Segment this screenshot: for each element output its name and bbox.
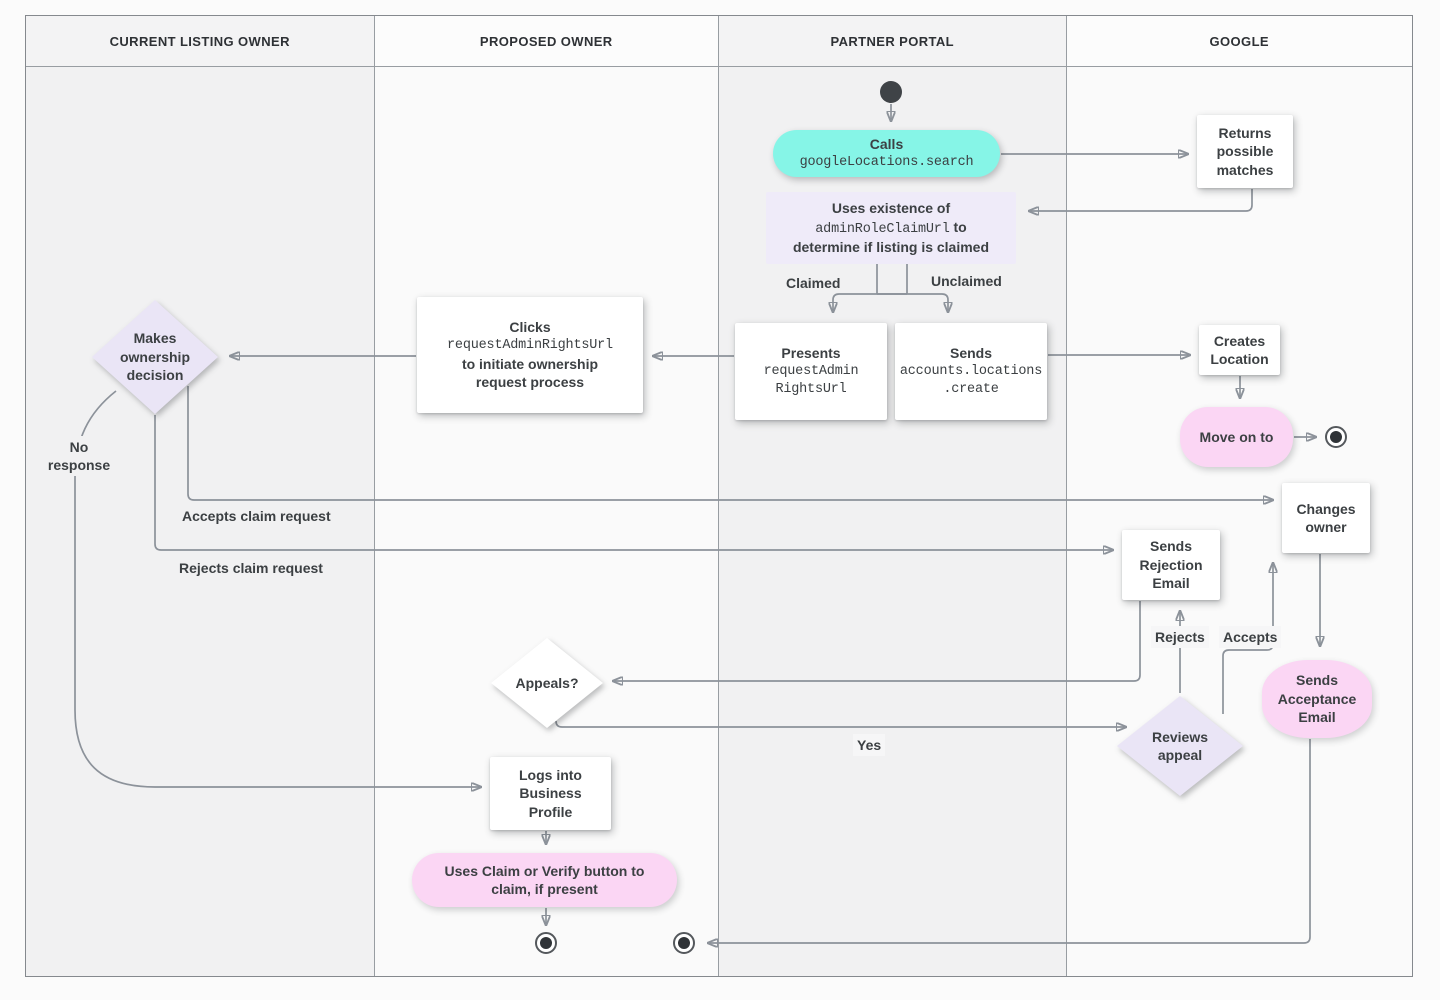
node-line2-suffix: to [949, 218, 967, 235]
node-code: requestAdminRightsUrl [447, 337, 613, 353]
start-node [880, 81, 902, 103]
node-code: adminRoleClaimUrl [815, 221, 950, 237]
node-line3: determine if listing is claimed [792, 239, 990, 256]
node-sends-accounts-locations-create: Sends accounts.locations .create [895, 323, 1047, 420]
edge-label-rejects-claim-request: Rejects claim request [175, 557, 327, 580]
node-line2: adminRoleClaimUrl to [815, 218, 966, 239]
node-text: Returns possible matches [1216, 124, 1274, 178]
edge-label-accepts: Accepts [1219, 626, 1282, 649]
edge-label-rejects: Rejects [1151, 626, 1209, 649]
node-creates-location: Creates Location [1199, 325, 1280, 375]
lane-header-google: GOOGLE [1066, 16, 1412, 67]
lane-current-listing-owner: CURRENT LISTING OWNER [26, 16, 375, 976]
node-appeals-decision: Appeals? [491, 638, 603, 728]
node-presents-request-admin-rights-url: Presents requestAdmin RightsUrl [735, 323, 887, 420]
node-makes-ownership-decision: Makes ownership decision [92, 300, 218, 414]
node-text: Appeals? [515, 674, 579, 691]
appeals-diamond: Appeals? [491, 638, 603, 728]
node-text: Changes owner [1296, 500, 1356, 535]
node-text: Creates Location [1210, 332, 1269, 367]
end-node-claim [535, 932, 557, 954]
node-reviews-appeal: Reviews appeal [1117, 696, 1243, 796]
reviews-appeal-diamond: Reviews appeal [1117, 696, 1243, 796]
node-text: Makes ownership decision [119, 330, 190, 384]
node-code-line1: accounts.locations [899, 363, 1043, 379]
node-text: Logs into Business Profile [519, 766, 582, 820]
node-uses-existence: Uses existence of adminRoleClaimUrl to d… [766, 192, 1016, 264]
node-code-line2: RightsUrl [775, 381, 847, 397]
node-title: Sends [949, 345, 992, 362]
edge-label-claimed: Claimed [786, 275, 841, 291]
node-rest: to initiate ownership request process [461, 355, 599, 391]
node-text: Sends Rejection Email [1139, 538, 1203, 592]
lane-header-proposed-owner: PROPOSED OWNER [374, 16, 718, 67]
node-clicks-request-admin-rights-url: Clicks requestAdminRightsUrl to initiate… [417, 297, 643, 413]
node-logs-into-business-profile: Logs into Business Profile [490, 757, 611, 830]
lane-proposed-owner: PROPOSED OWNER [374, 16, 719, 976]
node-code-line1: requestAdmin [763, 363, 859, 379]
node-code: googleLocations.search [799, 154, 974, 170]
edge-label-accepts-claim-request: Accepts claim request [178, 505, 335, 528]
node-title: Clicks [509, 319, 551, 336]
node-code-line2: .create [943, 381, 999, 397]
edge-label-unclaimed: Unclaimed [931, 273, 1002, 289]
node-uses-claim-or-verify: Uses Claim or Verify button to claim, if… [412, 853, 677, 907]
node-sends-acceptance-email: Sends Acceptance Email [1262, 660, 1372, 738]
node-sends-rejection-email: Sends Rejection Email [1122, 530, 1220, 600]
node-move-on-to: Move on to [1180, 407, 1293, 467]
node-returns-possible-matches: Returns possible matches [1197, 115, 1293, 188]
lane-header-current-listing-owner: CURRENT LISTING OWNER [26, 16, 374, 67]
node-changes-owner: Changes owner [1282, 483, 1370, 553]
node-calls-google-locations-search: Calls googleLocations.search [773, 130, 1000, 177]
end-node-dot [540, 937, 552, 949]
end-node-dot [678, 937, 690, 949]
edge-label-yes: Yes [853, 734, 886, 757]
node-text: Sends Acceptance Email [1277, 672, 1357, 726]
lane-header-partner-portal: PARTNER PORTAL [719, 16, 1066, 67]
end-node-move-on [1325, 426, 1347, 448]
node-title: Presents [781, 345, 841, 362]
end-node-acceptance [673, 932, 695, 954]
edge-label-no-response: No response [36, 436, 122, 477]
decision-diamond: Makes ownership decision [92, 300, 218, 414]
lane-body-proposed-owner [374, 67, 718, 976]
node-line1: Uses existence of [831, 200, 951, 217]
node-text: Uses Claim or Verify button to claim, if… [444, 862, 645, 897]
node-text: Reviews appeal [1151, 728, 1209, 763]
node-title: Calls [869, 136, 904, 153]
end-node-dot [1330, 431, 1342, 443]
node-text: Move on to [1199, 428, 1274, 445]
